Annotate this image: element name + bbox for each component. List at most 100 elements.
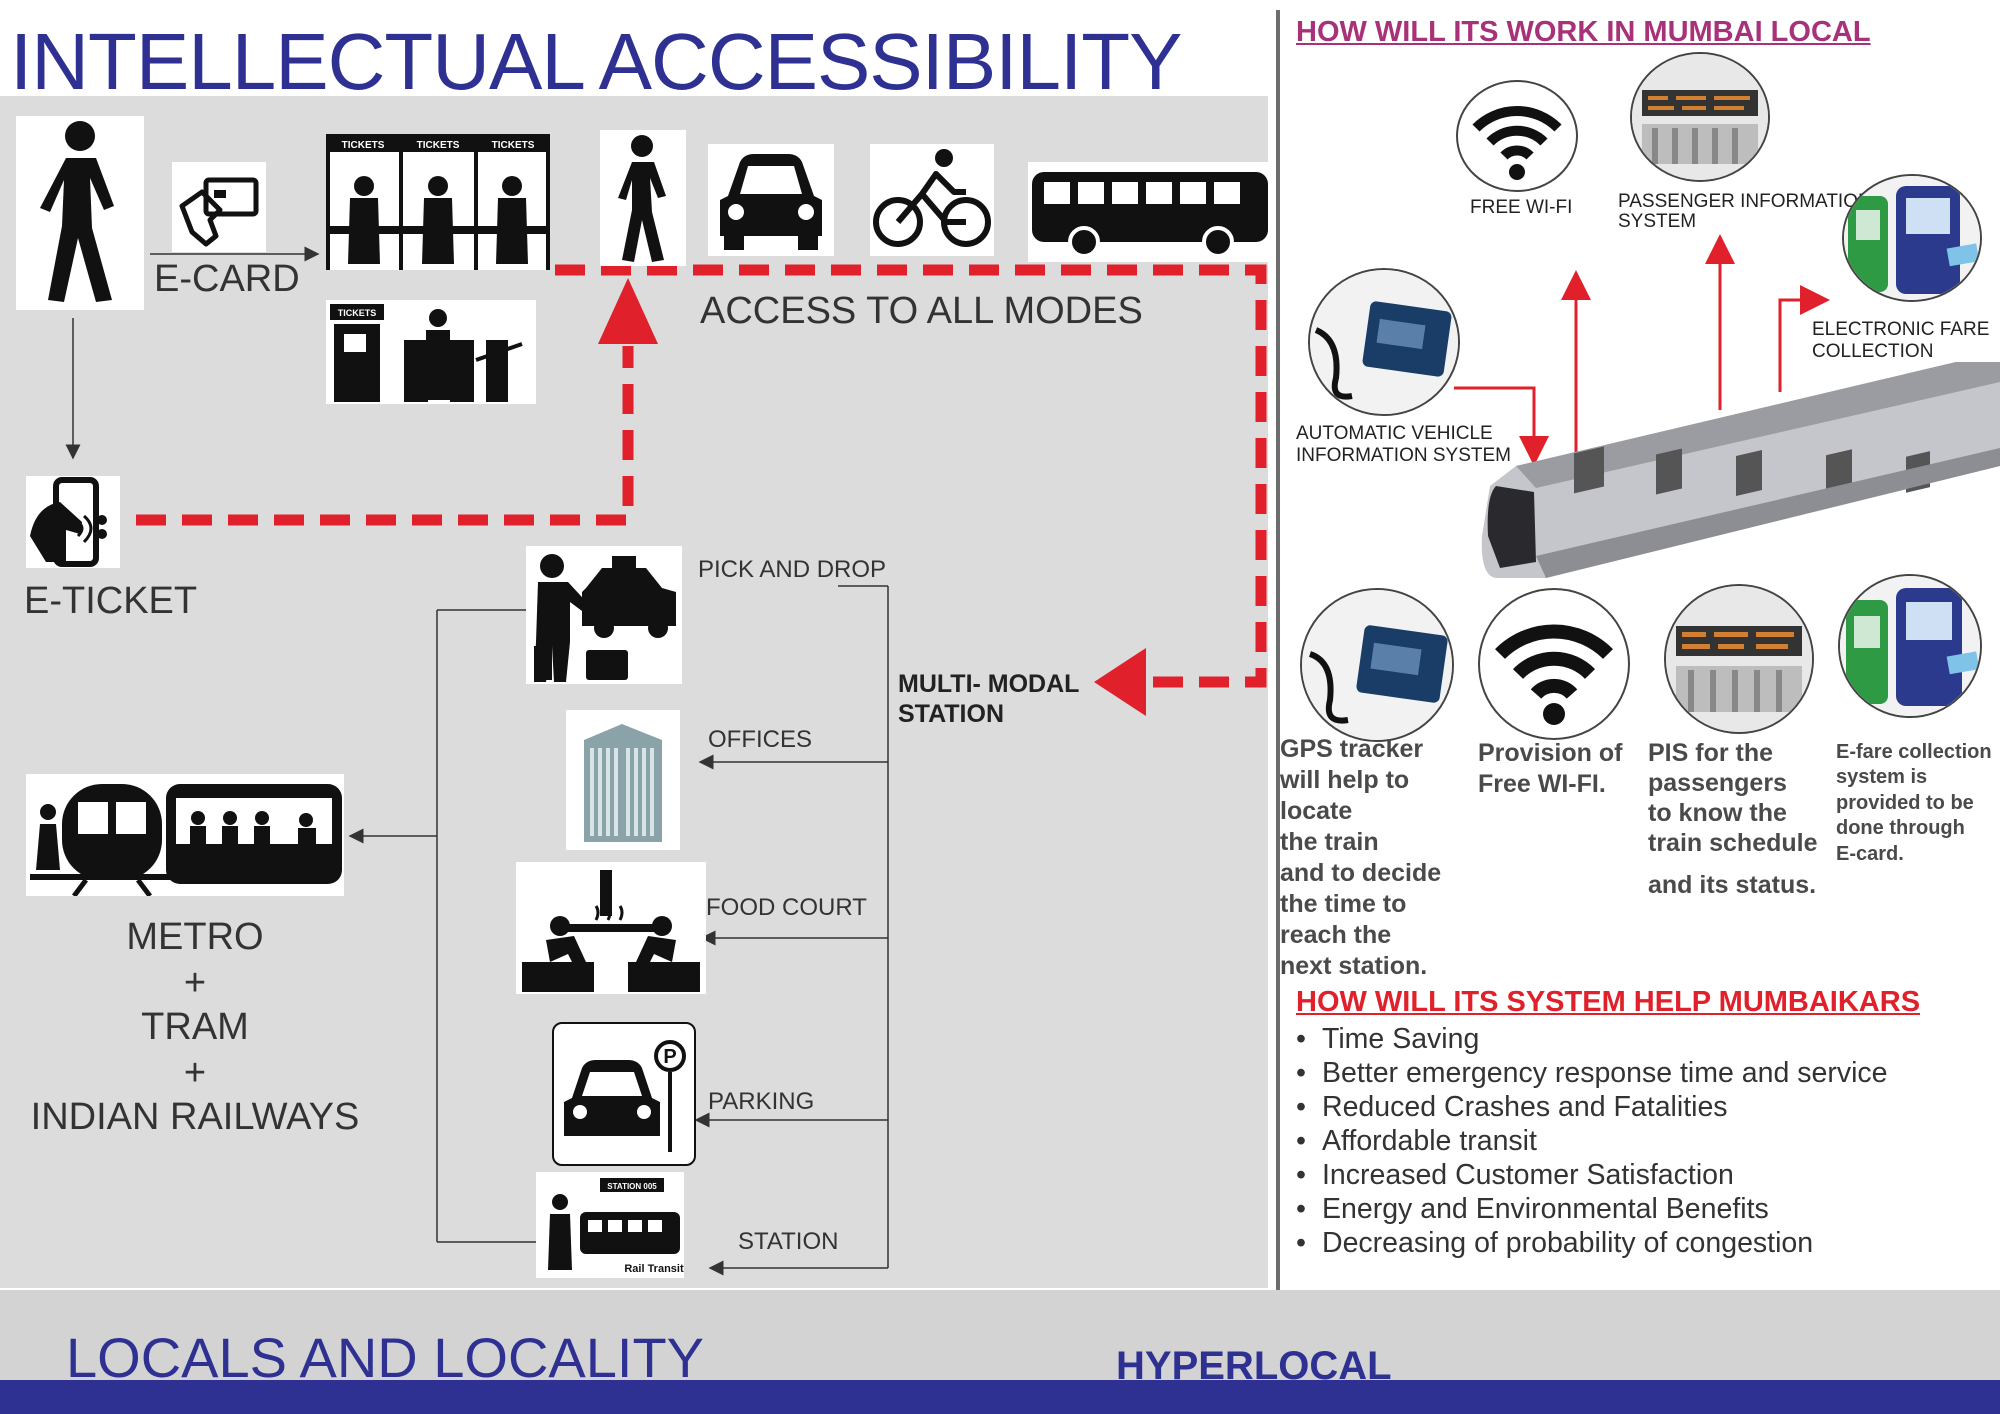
avis-circle-top (1308, 268, 1460, 416)
ticket-sign-2: TICKETS (417, 140, 460, 151)
metro-train-image (1481, 362, 2000, 578)
avis-label-line1: AUTOMATIC VEHICLE (1296, 423, 1493, 444)
pedestrian-icon (16, 116, 144, 310)
heading-work-in-mumbai: HOW WILL ITS WORK IN MUMBAI LOCAL (1296, 16, 1871, 48)
bottom-band (0, 1290, 2000, 1390)
mobile-ticket-icon (26, 476, 120, 568)
card-payment-icon (172, 162, 266, 252)
food-court-label: FOOD COURT (706, 894, 867, 921)
plus-sign-1: + (183, 962, 207, 1004)
walk-mode-icon (600, 130, 686, 266)
car-mode-icon (708, 144, 834, 256)
gps-tracker-icon-2 (1302, 590, 1452, 740)
ticket-sign-4: TICKETS (338, 308, 377, 318)
efc-circle-bottom (1838, 574, 1982, 718)
system-arrows (1454, 234, 1830, 466)
wifi-icon (1472, 106, 1562, 180)
ticket-sign-1: TICKETS (342, 140, 385, 151)
gps-desc-line6: the time to (1280, 890, 1407, 918)
wifi-desc-line2: Free WI-FI. (1478, 770, 1606, 798)
office-building-icon (566, 710, 680, 850)
efare-desc-line2: system is (1836, 766, 1928, 789)
offices-label: OFFICES (708, 726, 813, 753)
flow-connectors (65, 246, 1267, 1276)
hyperlocal-title: HYPERLOCAL (1116, 1344, 1392, 1388)
pis-desc-line2: passengers (1648, 769, 1787, 797)
plus-sign-2: + (183, 1052, 207, 1094)
ticket-counter-icon: TICKETS TICKETS TICKETS (326, 134, 550, 270)
gps-desc-line1: GPS tracker (1280, 735, 1424, 763)
tram-label: TRAM (141, 1006, 249, 1048)
pick-drop-taxi-icon (526, 546, 682, 684)
passenger-display-icon-2 (1666, 586, 1812, 732)
gps-description: GPS tracker will help to locate the trai… (1280, 734, 1441, 982)
bottom-bar (0, 1380, 2000, 1414)
benefit-item: Affordable transit (1292, 1124, 1888, 1158)
fare-validator-icon (1844, 176, 1980, 300)
efc-label-line1: ELECTRONIC FARE (1812, 319, 1990, 340)
rail-transit-caption: Rail Transit (624, 1263, 684, 1275)
free-wifi-label: FREE WI-FI (1470, 197, 1573, 218)
locals-locality-title: LOCALS AND LOCALITY (66, 1326, 705, 1389)
pis-circle-bottom (1664, 584, 1814, 734)
efare-desc-line4: done through (1836, 817, 1965, 840)
pis-circle-top (1630, 52, 1770, 182)
multimodal-station-line2: STATION (898, 700, 1005, 728)
efare-description: E-fare collection system is provided to … (1836, 740, 1992, 867)
benefit-item: Decreasing of probability of congestion (1292, 1226, 1888, 1260)
benefit-item: Time Saving (1292, 1022, 1888, 1056)
wifi-description: Provision of Free WI-FI. (1478, 738, 1622, 800)
benefit-item: Increased Customer Satisfaction (1292, 1158, 1888, 1192)
wifi-circle-bottom (1478, 588, 1630, 740)
efare-desc-line1: E-fare collection (1836, 741, 1992, 763)
ticket-machine-gate-icon: TICKETS (326, 300, 536, 404)
efare-desc-line3: provided to be (1836, 791, 1974, 814)
svg-text:P: P (663, 1046, 676, 1068)
benefit-item: Energy and Environmental Benefits (1292, 1192, 1888, 1226)
fare-validator-icon-2 (1840, 576, 1980, 716)
pis-label-line1: PASSENGER INFORMATION (1618, 191, 1872, 212)
gps-circle (1300, 588, 1454, 742)
pis-label-line2: SYSTEM (1618, 211, 1697, 232)
efare-desc-line5: E-card. (1836, 842, 1904, 865)
multimodal-station-line1: MULTI- MODAL (898, 670, 1080, 698)
pick-drop-label: PICK AND DROP (698, 556, 887, 583)
e-card-label: E-CARD (154, 258, 300, 300)
e-ticket-label: E-TICKET (24, 580, 198, 622)
gps-desc-line5: and to decide (1280, 859, 1442, 887)
efc-circle-top (1842, 174, 1982, 302)
metro-tram-icon (26, 774, 344, 896)
wifi-desc-line1: Provision of (1478, 739, 1623, 767)
benefit-item: Reduced Crashes and Fatalities (1292, 1090, 1888, 1124)
gps-tracker-icon (1310, 270, 1458, 414)
pis-desc-line1: PIS for the (1648, 739, 1774, 767)
gps-desc-line7: reach the (1280, 921, 1392, 949)
pis-description: PIS for the passengers to know the train… (1648, 738, 1818, 900)
gps-desc-line2: will help to (1280, 766, 1410, 794)
pis-desc-line5: and its status. (1648, 871, 1817, 899)
efc-label-line2: COLLECTION (1812, 341, 1934, 362)
food-court-icon (516, 862, 706, 994)
wifi-circle-top (1456, 80, 1578, 192)
gps-desc-line3: locate (1280, 797, 1353, 825)
passenger-display-icon (1632, 54, 1768, 180)
bus-mode-icon (1028, 162, 1274, 262)
benefits-list: Time Saving Better emergency response ti… (1292, 1022, 1888, 1260)
parking-label: PARKING (708, 1088, 815, 1115)
rail-transit-station-icon: STATION 005 Rail Transit (536, 1172, 684, 1278)
avis-label-line2: INFORMATION SYSTEM (1296, 445, 1511, 466)
wifi-icon-2 (1495, 624, 1613, 725)
access-all-modes-label: ACCESS TO ALL MODES (700, 290, 1143, 332)
ticket-sign-3: TICKETS (492, 140, 535, 151)
rail-station-sign: STATION 005 (607, 1182, 657, 1191)
metro-label: METRO (126, 916, 264, 958)
station-label: STATION (738, 1228, 839, 1255)
main-title: INTELLECTUAL ACCESSIBILITY (10, 17, 1182, 106)
gps-desc-line8: next station. (1280, 952, 1428, 980)
pis-desc-line4: train schedule (1648, 829, 1818, 857)
pis-desc-line3: to know the (1648, 799, 1787, 827)
bicycle-mode-icon (870, 144, 994, 256)
parking-icon: P (552, 1022, 696, 1166)
gps-desc-line4: the train (1280, 828, 1379, 856)
heading-help-mumbaikars: HOW WILL ITS SYSTEM HELP MUMBAIKARS (1296, 986, 1921, 1018)
